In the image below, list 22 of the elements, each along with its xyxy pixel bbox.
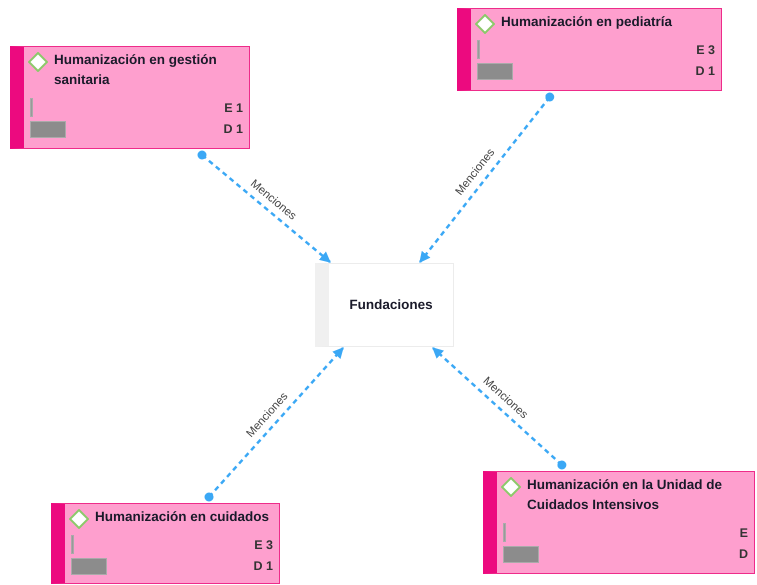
topic-card [483, 471, 755, 574]
topic-title: Humanización en la Unidad de Cuidados Intensivos [527, 476, 724, 514]
count-text: E 3 [254, 538, 273, 552]
count-text: D 1 [696, 64, 715, 78]
dashed-arrow [432, 347, 566, 470]
count-text: D [738, 547, 748, 561]
topic-card [457, 8, 722, 91]
topic-title: Humanización en gestión sanitaria [54, 51, 218, 89]
count-text: D 1 [224, 122, 243, 136]
topic-box [315, 263, 454, 347]
count-text: D 1 [254, 559, 273, 573]
dashed-arrow [419, 92, 554, 263]
topic-title: Fundaciones [349, 296, 433, 314]
topic-title: Humanización en pediatría [501, 13, 674, 31]
count-text: E 1 [224, 101, 243, 115]
count-text: E 3 [696, 43, 715, 57]
count-text: E [740, 526, 748, 540]
dashed-arrow [204, 347, 344, 502]
topic-card [51, 503, 280, 584]
dashed-arrow [198, 150, 331, 263]
topic-title: Humanización en cuidados [95, 508, 270, 526]
topic-card [10, 46, 250, 149]
